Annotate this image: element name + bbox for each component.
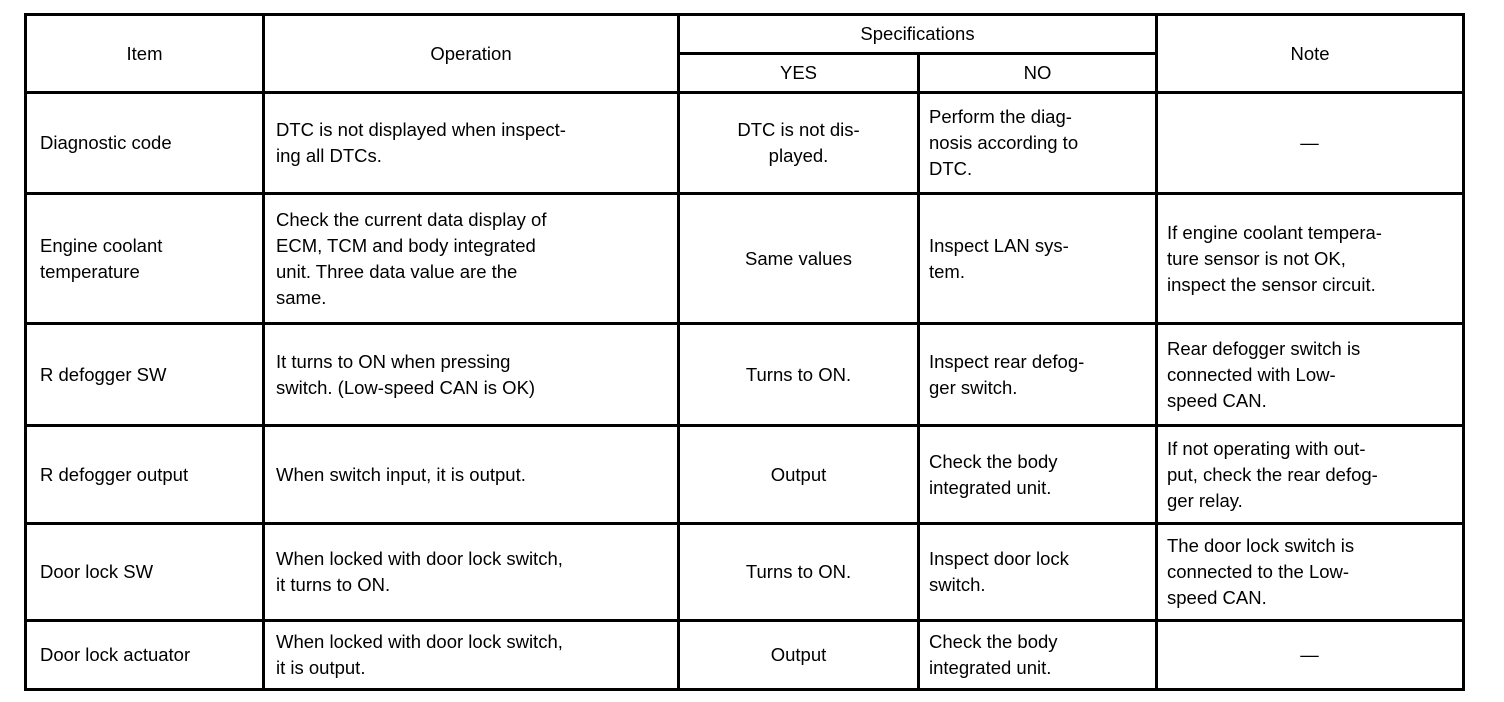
cell-spec-yes: Turns to ON. — [677, 322, 920, 427]
cell-note: If engine coolant tempera- ture sensor i… — [1155, 192, 1465, 325]
table-row: Door lock SW When locked with door lock … — [24, 522, 1465, 622]
table-row: Engine coolant temperature Check the cur… — [24, 192, 1465, 325]
cell-spec-yes: Same values — [677, 192, 920, 325]
cell-note: Rear defogger switch is connected with L… — [1155, 322, 1465, 427]
header-yes: YES — [677, 52, 920, 94]
cell-note: If not operating with out- put, check th… — [1155, 424, 1465, 525]
cell-spec-yes: Turns to ON. — [677, 522, 920, 622]
cell-spec-yes: DTC is not dis- played. — [677, 91, 920, 195]
cell-spec-yes: Output — [677, 424, 920, 525]
cell-item: R defogger SW — [24, 322, 265, 427]
cell-item: Door lock actuator — [24, 619, 265, 691]
cell-operation: When locked with door lock switch, it is… — [262, 619, 680, 691]
cell-item: Door lock SW — [24, 522, 265, 622]
header-no: NO — [917, 52, 1158, 94]
cell-operation: When switch input, it is output. — [262, 424, 680, 525]
cell-operation: DTC is not displayed when inspect- ing a… — [262, 91, 680, 195]
header-specifications: Specifications — [677, 13, 1158, 55]
cell-item: Engine coolant temperature — [24, 192, 265, 325]
cell-spec-no: Check the body integrated unit. — [917, 619, 1158, 691]
cell-note: The door lock switch is connected to the… — [1155, 522, 1465, 622]
cell-operation: When locked with door lock switch, it tu… — [262, 522, 680, 622]
cell-note: — — [1155, 619, 1465, 691]
table-row: Door lock actuator When locked with door… — [24, 619, 1465, 691]
table-row: R defogger output When switch input, it … — [24, 424, 1465, 525]
cell-spec-no: Check the body integrated unit. — [917, 424, 1158, 525]
header-row-yes-no: YES NO — [26, 52, 1464, 94]
table-row: Diagnostic code DTC is not displayed whe… — [24, 91, 1465, 195]
cell-note: — — [1155, 91, 1465, 195]
cell-spec-no: Inspect door lock switch. — [917, 522, 1158, 622]
header-row-top: Item Operation Specifications Note — [24, 13, 1465, 94]
header-operation: Operation — [262, 13, 680, 94]
cell-spec-no: Inspect LAN sys- tem. — [917, 192, 1158, 325]
cell-item: R defogger output — [24, 424, 265, 525]
header-note: Note — [1155, 13, 1465, 94]
document-page: Item Operation Specifications Note YES N… — [24, 13, 1465, 691]
diagnostic-spec-table: Item Operation Specifications Note YES N… — [24, 13, 1465, 691]
header-item: Item — [24, 13, 265, 94]
cell-operation: It turns to ON when pressing switch. (Lo… — [262, 322, 680, 427]
cell-spec-no: Inspect rear defog- ger switch. — [917, 322, 1158, 427]
cell-item: Diagnostic code — [24, 91, 265, 195]
table-row: R defogger SW It turns to ON when pressi… — [24, 322, 1465, 427]
cell-spec-yes: Output — [677, 619, 920, 691]
cell-spec-no: Perform the diag- nosis according to DTC… — [917, 91, 1158, 195]
cell-operation: Check the current data display of ECM, T… — [262, 192, 680, 325]
